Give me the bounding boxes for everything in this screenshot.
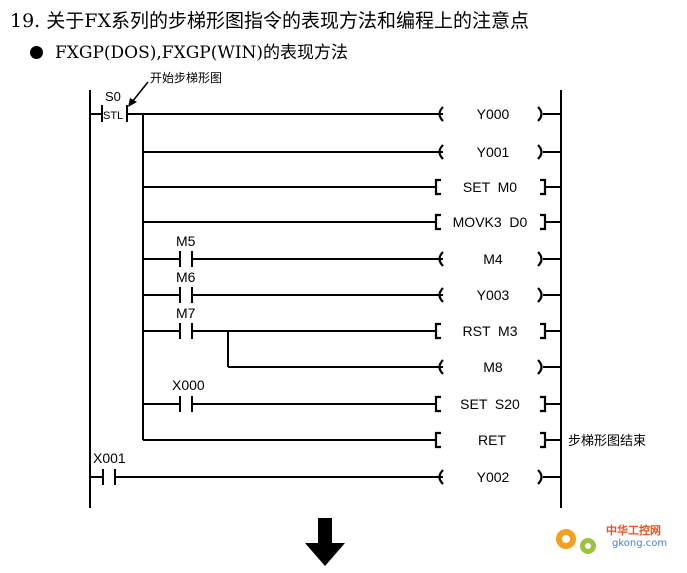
subtitle-text: FXGP(DOS),FXGP(WIN)的表现方法 [55,43,349,63]
stl-device-label: S0 [105,89,121,104]
output-y001: Y001 [477,144,510,160]
start-arrow-line [131,81,149,103]
page-title: 19. 关于FX系列的步梯形图指令的表现方法和编程上的注意点 [10,10,529,32]
instr-movk3-d0 [434,213,561,231]
output-movk3-d0: MOVK3 D0 [453,214,528,230]
coil-m4 [438,251,561,267]
output-set-m0: SET M0 [463,179,517,195]
output-rst-m3: RST M3 [463,323,518,339]
contact-label-m5: M5 [176,233,196,249]
output-m4: M4 [483,251,503,267]
start-note: 开始步梯形图 [150,71,222,85]
instr-ret [434,431,561,449]
output-y002: Y002 [477,469,510,485]
instr-set-s20 [434,395,561,413]
end-note: 步梯形图结束 [568,433,646,448]
coil-y003 [438,287,561,303]
contact-label-m7: M7 [176,305,196,321]
contact-label-x000: X000 [172,377,205,393]
gear-logo-icon [556,529,596,554]
stl-instruction-label: STL [103,110,123,122]
coil-y002 [438,469,561,485]
output-y003: Y003 [477,287,510,303]
contact-label-m6: M6 [176,269,196,285]
coil-y000 [438,106,561,122]
instr-set-m0 [434,178,561,196]
bullet-icon [30,46,43,59]
output-m8: M8 [483,359,503,375]
watermark-url: gkong.com [612,538,668,549]
contact-label-x001: X001 [93,450,126,466]
watermark-brand: 中华工控网 [606,524,661,537]
instr-rst-m3 [434,322,561,340]
down-arrow-icon [305,518,345,566]
coil-m8 [438,359,561,375]
start-arrow-head [128,98,137,107]
output-y000: Y000 [477,106,510,122]
output-set-s20: SET S20 [460,396,520,412]
output-ret: RET [478,432,506,448]
coil-y001 [438,144,561,160]
section-subtitle: FXGP(DOS),FXGP(WIN)的表现方法 [30,38,348,63]
